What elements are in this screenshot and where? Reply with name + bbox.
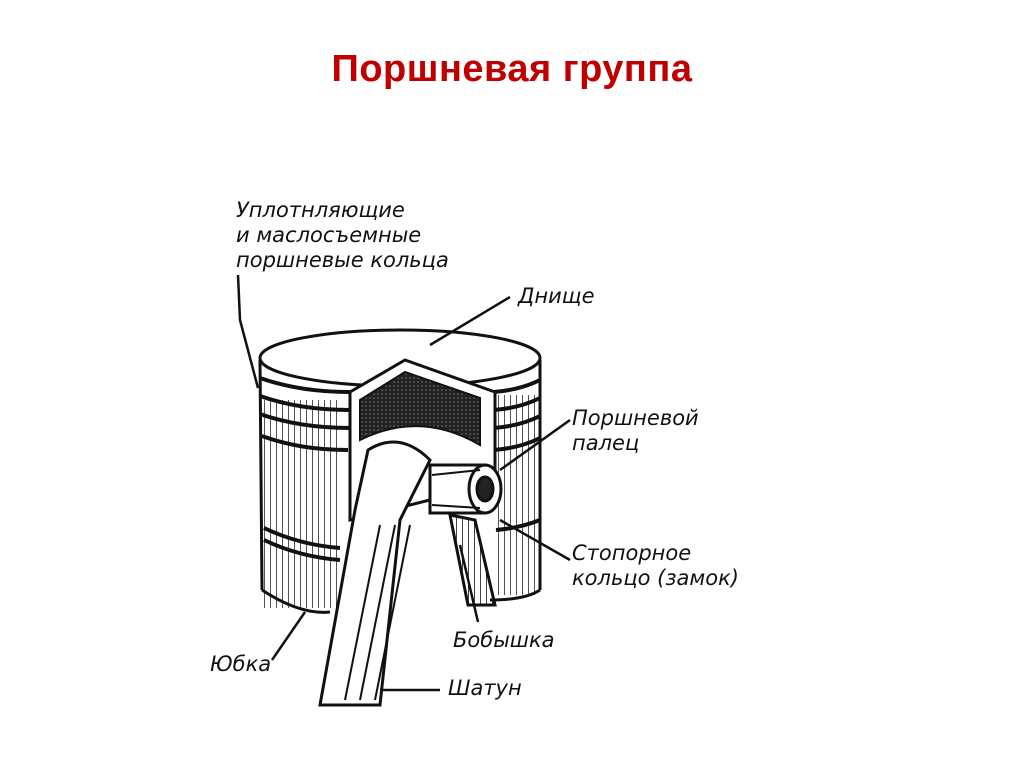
label-skirt: Юбка (210, 652, 272, 676)
piston-pin (428, 463, 503, 515)
piston-body (258, 328, 542, 614)
label-boss: Бобышка (453, 628, 555, 652)
crown-interior-dark (359, 370, 481, 447)
label-lock: Стопорное кольцо (замок) (572, 541, 739, 591)
label-rings: Уплотнляющие и маслосъемные поршневые ко… (236, 198, 449, 273)
label-lock-line2: кольцо (замок) (572, 566, 739, 590)
label-crown: Днище (518, 284, 595, 308)
connecting-rod (318, 440, 432, 707)
page-title: Поршневая группа (331, 48, 693, 90)
skirt-hatching-left (262, 400, 342, 608)
label-rings-line3: поршневые кольца (236, 248, 449, 272)
label-pin-line1: Поршневой (572, 406, 699, 430)
label-lock-line1: Стопорное (572, 541, 692, 565)
piston-rings (259, 376, 541, 562)
label-rings-line2: и маслосъемные (236, 223, 422, 247)
label-rings-line1: Уплотнляющие (236, 198, 405, 222)
label-rod: Шатун (448, 676, 522, 700)
label-pin-line2: палец (572, 431, 640, 455)
label-pin: Поршневой палец (572, 406, 699, 456)
piston-boss (448, 513, 497, 607)
leader-lines (236, 274, 571, 692)
